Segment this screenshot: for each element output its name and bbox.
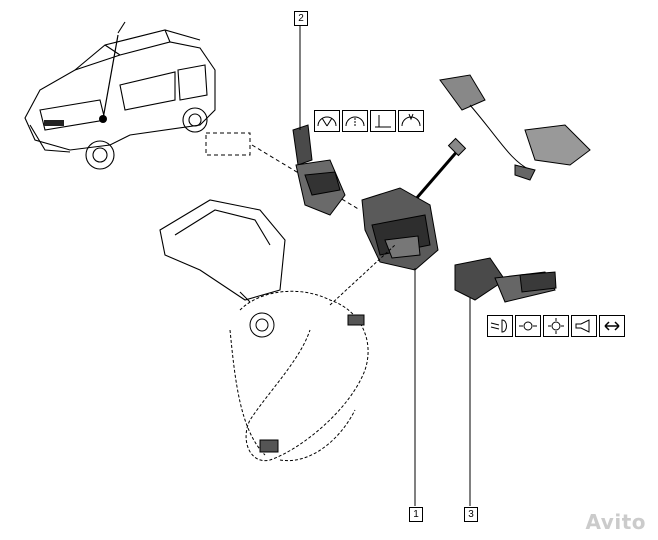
- high-beam-icon: [543, 315, 569, 337]
- wiper-single-icon: [370, 110, 396, 132]
- reference-box: [205, 132, 251, 156]
- callout-2: 2: [294, 11, 308, 26]
- turn-signal-icon: [599, 315, 625, 337]
- steering-cover-part: [159, 199, 286, 303]
- low-beam-icon: [487, 315, 513, 337]
- column-switch-body: [361, 137, 467, 271]
- horn-icon: [571, 315, 597, 337]
- washer-icon: [398, 110, 424, 132]
- light-switch-part: [454, 257, 557, 303]
- wiper-switch-part: [292, 124, 346, 216]
- wiper-front-icon: [314, 110, 340, 132]
- car-grille: [44, 120, 64, 126]
- wiper-intermittent-icon: [342, 110, 368, 132]
- callout-3: 3: [464, 507, 478, 522]
- connector-plug: [259, 314, 365, 453]
- car-illustration: [24, 21, 216, 170]
- clock-spring-assembly: [229, 244, 396, 462]
- connector-ring: [249, 312, 275, 338]
- wiring-harness-part: [439, 74, 591, 181]
- side-light-icon: [515, 315, 541, 337]
- callout-1: 1: [409, 507, 423, 522]
- avito-watermark: Avito: [585, 510, 646, 534]
